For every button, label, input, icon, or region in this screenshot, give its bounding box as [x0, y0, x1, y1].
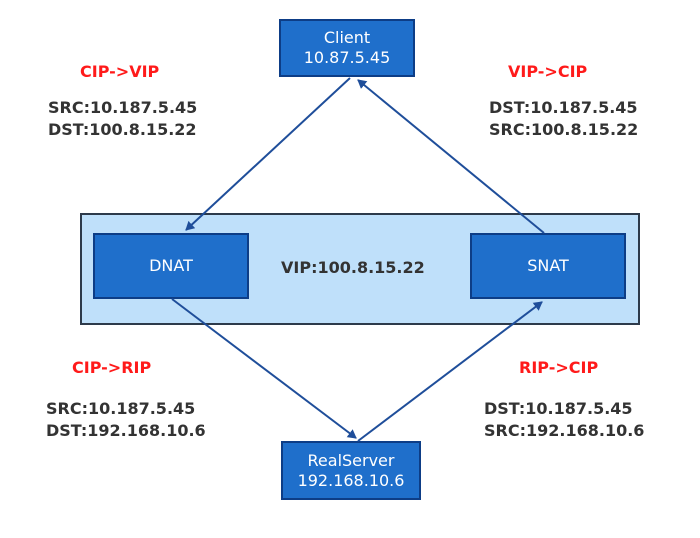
- arrow-dnat-to-realserver: [171, 298, 357, 439]
- left-top-line2: DST:100.8.15.22: [48, 120, 197, 139]
- left-top-addresses: SRC:10.187.5.45 DST:100.8.15.22: [48, 97, 197, 141]
- client-ip: 10.87.5.45: [303, 48, 391, 67]
- client-node: Client 10.87.5.45: [279, 19, 415, 77]
- arrow-client-to-dnat: [185, 77, 351, 231]
- arrow-snat-to-client: [357, 79, 545, 234]
- left-top-line1: SRC:10.187.5.45: [48, 98, 198, 117]
- left-bottom-line1: SRC:10.187.5.45: [46, 399, 196, 418]
- right-bottom-addresses: DST:10.187.5.45 SRC:192.168.10.6: [484, 398, 644, 442]
- right-bottom-title: RIP->CIP: [519, 358, 599, 377]
- realserver-name: RealServer: [307, 450, 395, 470]
- dnat-label: DNAT: [149, 256, 193, 275]
- realserver-ip: 192.168.10.6: [297, 470, 405, 490]
- snat-label: SNAT: [527, 256, 569, 275]
- arrow-realserver-to-snat: [357, 301, 543, 442]
- left-bottom-title: CIP->RIP: [72, 358, 152, 377]
- right-bottom-line2: SRC:192.168.10.6: [484, 421, 645, 440]
- right-top-title: VIP->CIP: [508, 62, 588, 81]
- right-top-addresses: DST:10.187.5.45 SRC:100.8.15.22: [489, 97, 638, 141]
- left-bottom-addresses: SRC:10.187.5.45 DST:192.168.10.6: [46, 398, 206, 442]
- snat-node: SNAT: [470, 233, 626, 299]
- right-bottom-line1: DST:10.187.5.45: [484, 399, 633, 418]
- realserver-node: RealServer 192.168.10.6: [281, 441, 421, 500]
- left-bottom-line2: DST:192.168.10.6: [46, 421, 206, 440]
- dnat-node: DNAT: [93, 233, 249, 299]
- client-name: Client: [323, 28, 371, 47]
- vip-label: VIP:100.8.15.22: [281, 258, 425, 277]
- left-top-title: CIP->VIP: [80, 62, 160, 81]
- right-top-line2: SRC:100.8.15.22: [489, 120, 639, 139]
- right-top-line1: DST:10.187.5.45: [489, 98, 638, 117]
